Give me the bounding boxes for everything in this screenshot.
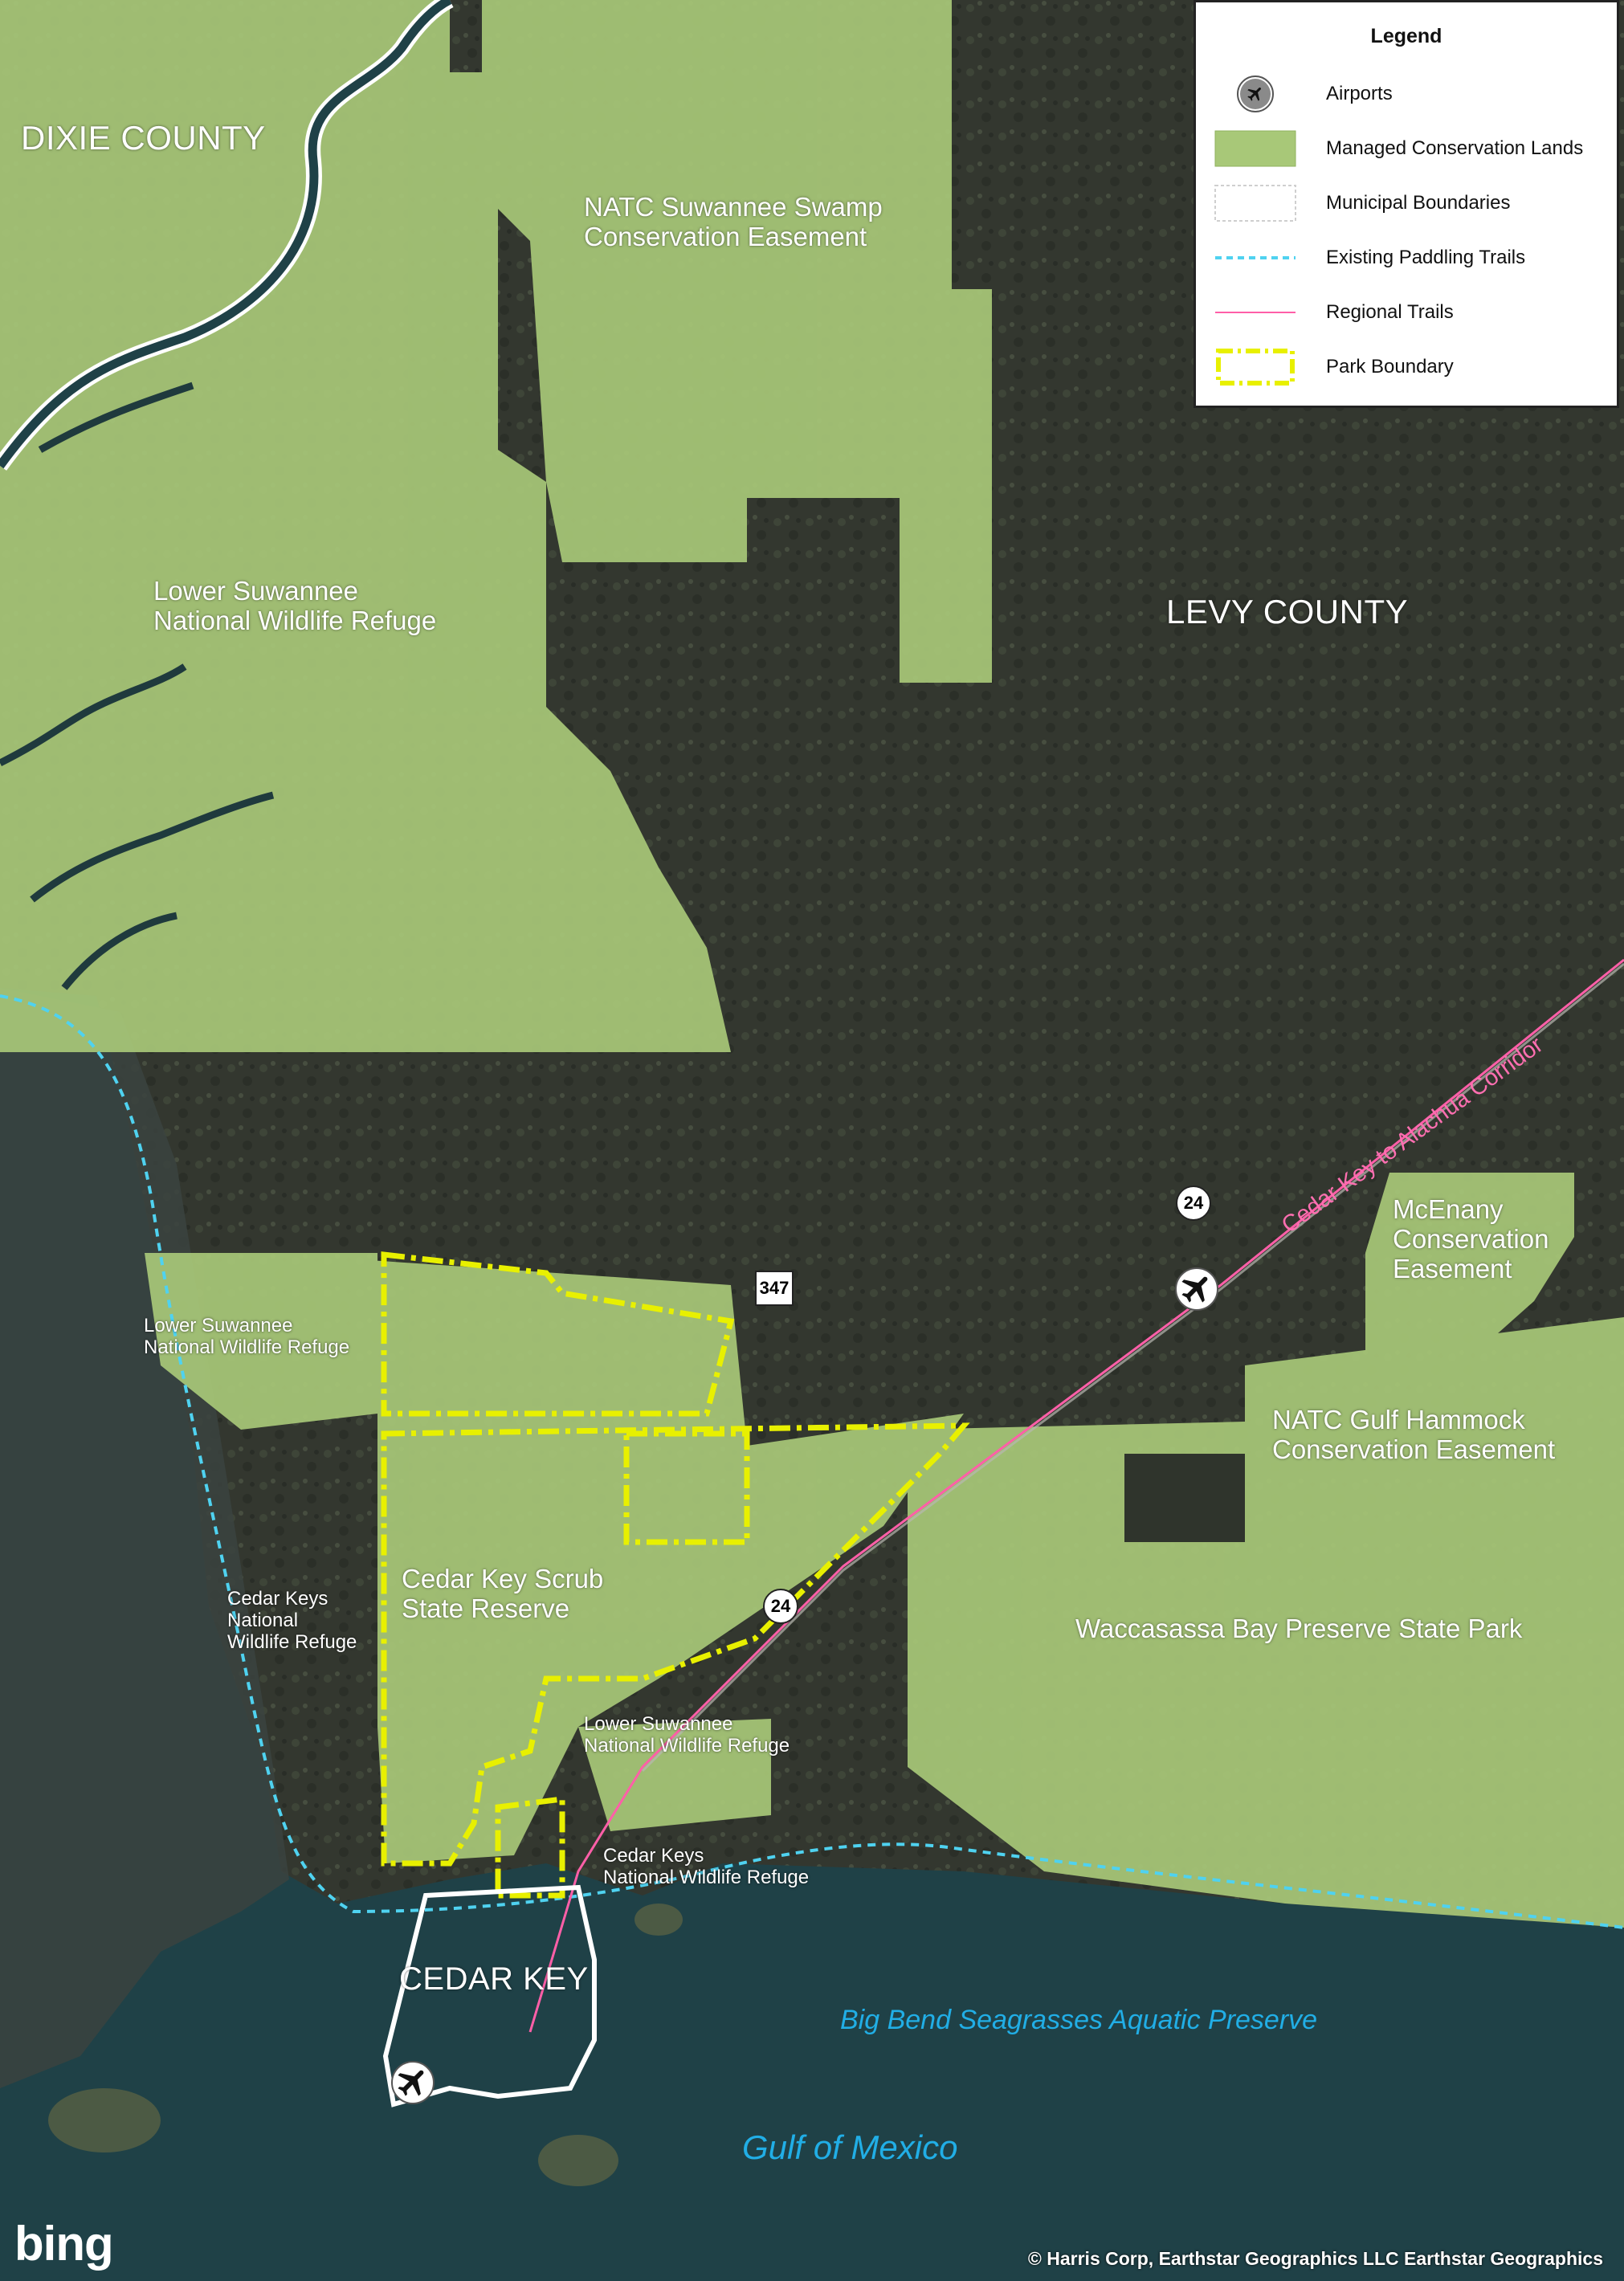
existing-paddling-trail (0, 994, 1624, 1929)
legend-symbol-regional-trail (1214, 292, 1297, 333)
park-boundary (381, 1251, 970, 1899)
label-levy-county: LEVY COUNTY (1166, 593, 1409, 630)
label-big-bend-seagrasses: Big Bend Seagrasses Aquatic Preserve (840, 2005, 1318, 2035)
legend-symbol-park-boundary (1214, 346, 1297, 388)
coastal-marsh (0, 988, 289, 2088)
legend-symbol-paddling (1214, 237, 1297, 279)
route-24-shield-south: 24 (763, 1589, 798, 1624)
suwannee-river (0, 0, 452, 469)
label-cedar-keys-nwr-south: Cedar Keys National Wildlife Refuge (603, 1845, 810, 1888)
label-waccasassa-bay-preserve: Waccasassa Bay Preserve State Park (1075, 1614, 1523, 1643)
airplane-icon[interactable] (1175, 1267, 1218, 1311)
legend-label: Regional Trails (1326, 301, 1454, 323)
managed-conservation-lands (0, 0, 1624, 1928)
label-gulf-of-mexico: Gulf of Mexico (742, 2128, 958, 2166)
legend-label: Airports (1326, 83, 1393, 104)
legend-symbol-municipal (1214, 182, 1297, 224)
legend-label: Managed Conservation Lands (1326, 137, 1584, 159)
legend-item-park-boundary: Park Boundary (1214, 346, 1607, 388)
legend-symbol-conservation (1214, 128, 1297, 169)
map-attribution: © Harris Corp, Earthstar Geographics LLC… (1027, 2248, 1603, 2269)
legend-item-municipal-boundaries: Municipal Boundaries (1214, 182, 1607, 224)
islands (48, 1904, 683, 2186)
cedar-key-municipal-boundary (382, 1884, 597, 2108)
legend-item-regional-trails: Regional Trails (1214, 292, 1607, 333)
tidal-creeks (0, 382, 275, 990)
label-cedar-key-city: CEDAR KEY (399, 1961, 589, 1997)
legend-label: Existing Paddling Trails (1326, 247, 1526, 268)
map-legend: Legend Airports Managed Conservation Lan… (1194, 0, 1619, 408)
inholding (1124, 1454, 1245, 1542)
legend-label: Park Boundary (1326, 356, 1454, 377)
legend-title: Legend (1370, 25, 1442, 47)
airplane-icon (1181, 1276, 1208, 1303)
label-cedar-key-scrub-state-reserve: Cedar Key Scrub State Reserve (402, 1564, 604, 1623)
label-dixie-county: DIXIE COUNTY (21, 119, 266, 157)
legend-symbol-airport (1214, 73, 1297, 115)
route-347-shield: 347 (755, 1271, 794, 1306)
airplane-icon[interactable] (391, 2061, 435, 2104)
label-lower-suwannee-nwr-west: Lower Suwannee National Wildlife Refuge (144, 1315, 350, 1358)
label-cedar-keys-nwr-west: Cedar Keys National Wildlife Refuge (227, 1588, 357, 1653)
regional-trail (528, 958, 1624, 2033)
legend-item-paddling-trails: Existing Paddling Trails (1214, 237, 1607, 279)
legend-label: Municipal Boundaries (1326, 192, 1511, 214)
label-lower-suwannee-nwr: Lower Suwannee National Wildlife Refuge (153, 576, 437, 635)
label-natc-suwannee-swamp: NATC Suwannee Swamp Conservation Easemen… (584, 192, 883, 251)
legend-item-conservation-lands: Managed Conservation Lands (1214, 128, 1607, 169)
route-24-shield-north: 24 (1176, 1185, 1211, 1221)
label-natc-gulf-hammock: NATC Gulf Hammock Conservation Easement (1272, 1405, 1556, 1464)
label-lower-suwannee-nwr-south: Lower Suwannee National Wildlife Refuge (584, 1713, 790, 1757)
legend-item-airports: Airports (1214, 73, 1607, 115)
bing-logo: bing (14, 2217, 114, 2271)
airplane-icon (398, 2070, 424, 2096)
label-mcenany-conservation-easement: McEnany Conservation Easement (1393, 1194, 1549, 1283)
sr-24-road (641, 962, 1624, 1773)
